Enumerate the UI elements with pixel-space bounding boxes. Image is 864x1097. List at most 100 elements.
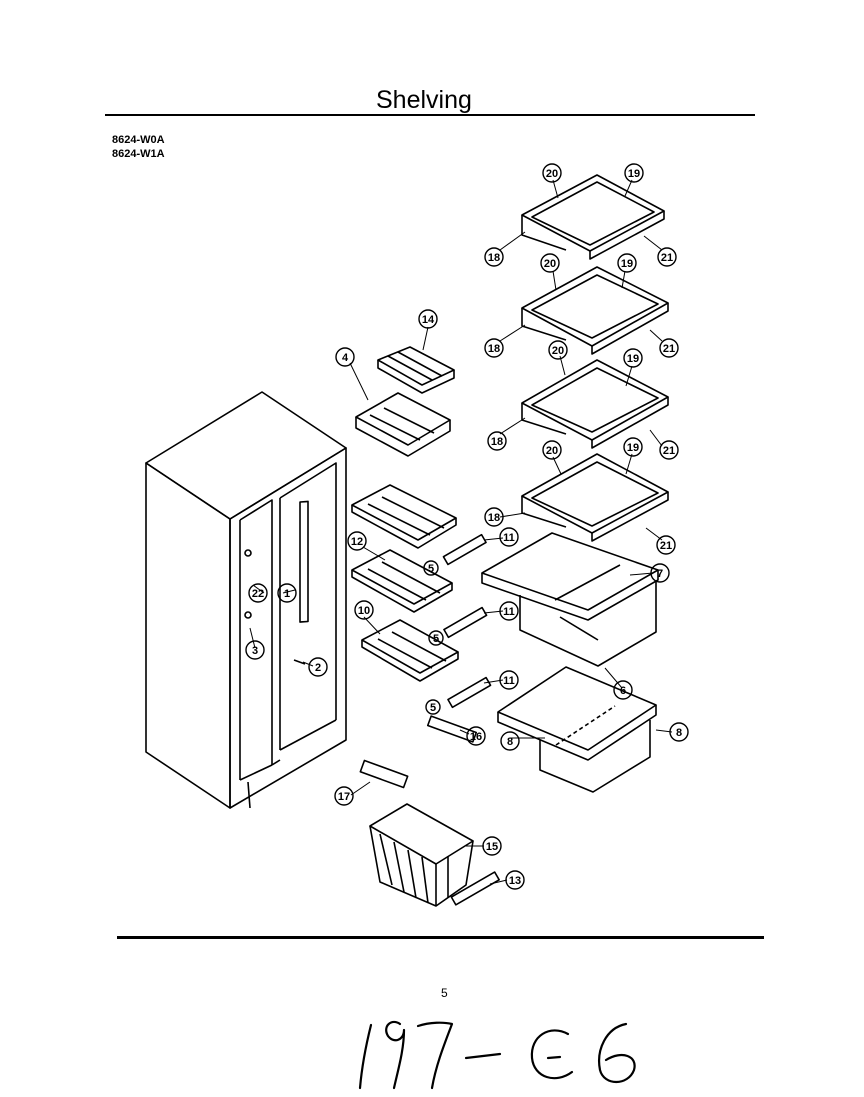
svg-text:20: 20 <box>546 168 558 180</box>
svg-text:3: 3 <box>252 645 258 657</box>
svg-text:12: 12 <box>351 536 363 548</box>
wire-rack <box>377 346 455 394</box>
svg-text:8: 8 <box>676 727 682 739</box>
callout-13: 13 <box>505 870 525 890</box>
svg-text:18: 18 <box>488 343 500 355</box>
wire-shelf <box>351 549 453 613</box>
svg-text:10: 10 <box>358 605 370 617</box>
svg-text:20: 20 <box>546 445 558 457</box>
model-number: 8624-W1A <box>112 148 165 160</box>
callout-5: 5 <box>423 560 439 576</box>
page-number: 5 <box>441 986 448 1000</box>
callout-8: 8 <box>500 731 520 751</box>
svg-text:4: 4 <box>342 352 349 364</box>
callout-18: 18 <box>484 338 504 358</box>
page-title: Shelving <box>376 86 472 114</box>
svg-text:17: 17 <box>338 791 350 803</box>
callout-17: 17 <box>334 786 354 806</box>
freezer-shelf <box>355 392 451 457</box>
callout-5: 5 <box>428 630 444 646</box>
model-numbers: 8624-W0A 8624-W1A <box>112 133 165 161</box>
svg-text:11: 11 <box>503 532 515 544</box>
svg-text:13: 13 <box>509 875 521 887</box>
callout-1: 1 <box>277 583 297 603</box>
callout-14: 14 <box>418 309 438 329</box>
callout-19: 19 <box>617 253 637 273</box>
callout-22: 22 <box>248 583 268 603</box>
shelf-support <box>426 715 478 743</box>
callout-21: 21 <box>659 440 679 460</box>
svg-text:18: 18 <box>488 252 500 264</box>
svg-text:5: 5 <box>430 702 436 714</box>
svg-text:8: 8 <box>507 736 513 748</box>
callout-20: 20 <box>542 163 562 183</box>
callout-20: 20 <box>540 253 560 273</box>
callout-16: 16 <box>466 726 486 746</box>
callout-20: 20 <box>548 340 568 360</box>
glass-shelf <box>521 453 669 542</box>
basket-support <box>359 759 409 789</box>
svg-text:2: 2 <box>315 662 321 674</box>
svg-text:5: 5 <box>428 563 434 575</box>
callout-18: 18 <box>487 431 507 451</box>
callout-21: 21 <box>659 338 679 358</box>
svg-text:11: 11 <box>503 606 515 618</box>
bottom-rule <box>117 936 764 939</box>
svg-text:16: 16 <box>470 731 482 743</box>
svg-text:11: 11 <box>503 675 515 687</box>
callout-2: 2 <box>308 657 328 677</box>
callout-3: 3 <box>245 640 265 660</box>
handwritten-note <box>358 1020 636 1090</box>
svg-text:19: 19 <box>621 258 633 270</box>
crisper-drawer-with-cover <box>481 532 659 667</box>
svg-text:19: 19 <box>628 168 640 180</box>
callout-18: 18 <box>484 507 504 527</box>
svg-text:15: 15 <box>486 841 498 853</box>
svg-text:19: 19 <box>627 442 639 454</box>
callout-numbers: 20 19 18 21 20 19 18 21 20 19 18 21 20 1… <box>245 163 689 890</box>
callout-18: 18 <box>484 247 504 267</box>
svg-text:21: 21 <box>660 540 672 552</box>
callout-6: 6 <box>613 680 633 700</box>
meat-keeper-drawer <box>497 666 657 793</box>
wire-basket <box>369 803 474 907</box>
glass-shelf <box>521 359 669 449</box>
callout-20: 20 <box>542 440 562 460</box>
svg-text:6: 6 <box>620 685 626 697</box>
callout-19: 19 <box>623 437 643 457</box>
svg-text:22: 22 <box>252 588 264 600</box>
callout-11: 11 <box>499 527 519 547</box>
shelf-support <box>442 533 487 566</box>
callout-15: 15 <box>482 836 502 856</box>
callout-19: 19 <box>624 163 644 183</box>
refrigerator-cabinet <box>145 391 347 809</box>
shelf-support <box>447 676 492 709</box>
callout-12: 12 <box>347 531 367 551</box>
svg-text:21: 21 <box>663 445 675 457</box>
svg-text:14: 14 <box>422 314 435 326</box>
svg-text:1: 1 <box>284 588 290 600</box>
callout-19: 19 <box>623 348 643 368</box>
svg-text:18: 18 <box>488 512 500 524</box>
svg-text:19: 19 <box>627 353 639 365</box>
callout-21: 21 <box>656 535 676 555</box>
callout-5: 5 <box>425 699 441 715</box>
wire-shelf <box>351 484 457 549</box>
callout-8: 8 <box>669 722 689 742</box>
callout-7: 7 <box>650 563 670 583</box>
callout-4: 4 <box>335 347 355 367</box>
svg-text:18: 18 <box>491 436 503 448</box>
svg-text:21: 21 <box>661 252 673 264</box>
glass-shelf <box>521 174 665 260</box>
callout-10: 10 <box>354 600 374 620</box>
svg-text:5: 5 <box>433 633 439 645</box>
title-underline <box>105 114 755 116</box>
callout-11: 11 <box>499 670 519 690</box>
basket-support <box>450 871 500 906</box>
svg-text:7: 7 <box>657 568 663 580</box>
svg-text:21: 21 <box>663 343 675 355</box>
shelf-support <box>443 606 488 639</box>
callout-leaders <box>249 179 673 885</box>
model-number: 8624-W0A <box>112 134 165 146</box>
callout-21: 21 <box>657 247 677 267</box>
